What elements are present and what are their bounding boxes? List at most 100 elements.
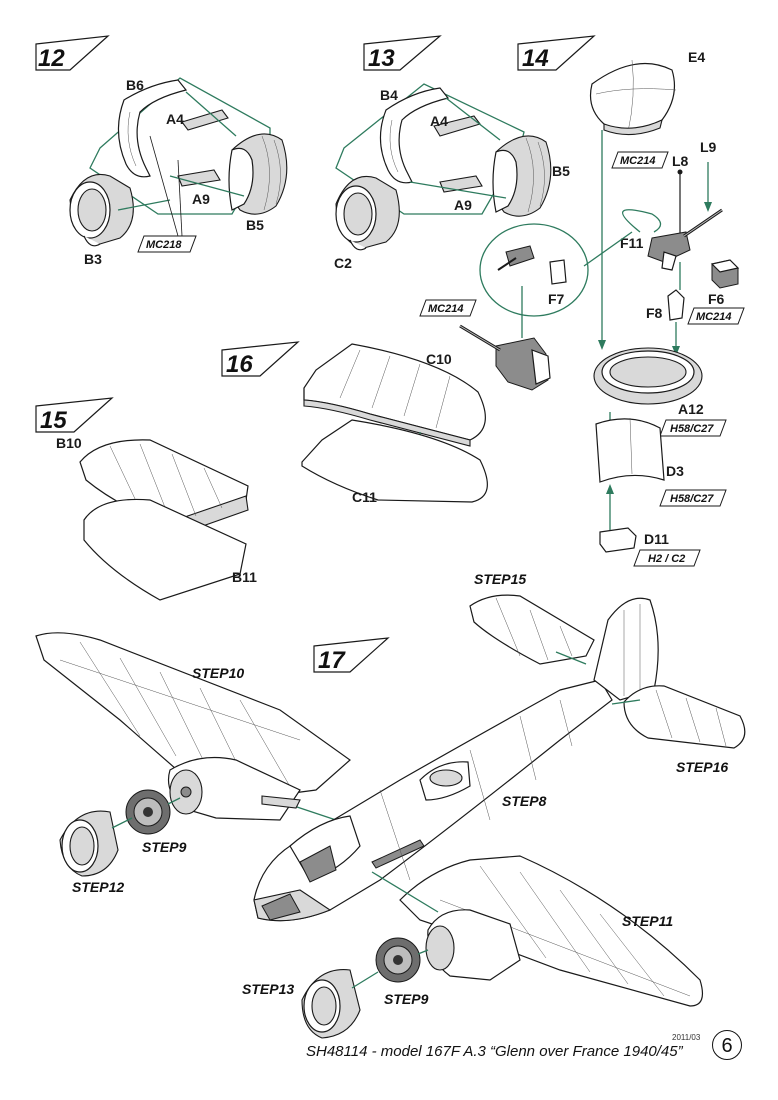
cowling-step13 [301,969,361,1039]
cowling-shell-b4 [379,87,450,184]
arrow-step16 [611,699,641,705]
label-a4-step13: A4 [430,113,448,129]
step-12-block: 12 B6 A [35,35,288,267]
label-b3: B3 [84,251,102,267]
windshield-d3 [595,417,665,483]
svg-text:H58/C27: H58/C27 [670,423,714,435]
cowling-rear-b5-step13 [492,135,552,217]
label-f11: F11 [620,235,644,251]
gun-ring-a12 [593,347,703,405]
ref-mc214-gun: MC214 [419,299,477,317]
svg-text:MC218: MC218 [146,239,182,251]
label-c11: C11 [352,489,377,505]
right-wing [399,855,703,1007]
step-12-flag: 12 [35,35,110,72]
ref-h2c2: H2 / C2 [633,549,701,567]
arrow-step12-b [169,175,245,197]
arrow-step12-c [117,199,171,211]
tailplane-lower-b11 [83,498,247,601]
guide-inset-gun [583,231,633,267]
tail-fin [593,597,659,701]
label-a12: A12 [678,401,704,417]
leader-mc218-b [177,159,183,237]
label-step12: STEP12 [72,879,124,895]
machine-gun-f11 [647,208,723,271]
label-step9-a: STEP9 [142,839,187,855]
step-13-number: 13 [368,45,395,72]
label-b5-step13: B5 [552,163,570,179]
arrowhead-l9 [704,202,712,212]
label-l8: L8 [672,153,689,169]
part-a9-step12 [177,169,221,187]
part-a4-step12 [181,109,229,131]
label-b10: B10 [56,435,82,451]
label-step10: STEP10 [192,665,244,681]
label-step16: STEP16 [676,759,728,775]
canopy-e4 [589,59,677,136]
machine-gun-assembly [459,324,551,391]
fuselage [253,679,613,922]
tailplane-lower-c11 [301,419,488,503]
right-engine-nacelle [425,909,521,981]
svg-text:MC214: MC214 [696,311,731,323]
label-f8: F8 [646,305,663,321]
arrow-step12-a [185,91,237,137]
cowling-rear-b5 [228,133,288,215]
label-f6: F6 [708,291,725,307]
step-14-block: 14 E4 MC214 L8 L9 F11 [419,35,745,567]
step-14-flag: 14 [517,35,596,72]
part-f8 [667,289,685,321]
ref-mc214-canopy: MC214 [611,151,669,169]
svg-text:MC214: MC214 [620,155,655,167]
label-step13: STEP13 [242,981,294,997]
part-f6 [710,259,740,289]
tailplane-c10 [303,343,486,447]
leader-mc218-a [149,135,179,237]
label-f7: F7 [548,291,565,307]
label-step15: STEP15 [474,571,526,587]
step-17-flag: 17 [313,637,390,674]
arrow-step13-b [409,181,507,199]
label-step9-b: STEP9 [384,991,429,1007]
arrowhead-d11-d3 [606,484,614,494]
arrow-step15 [555,651,587,665]
label-d3: D3 [666,463,684,479]
svg-text:H2 / C2: H2 / C2 [648,553,685,565]
svg-text:MC214: MC214 [428,303,463,315]
step-15-flag: 15 [35,397,114,434]
step-13-flag: 13 [363,35,442,72]
step-15-number: 15 [40,407,67,434]
step-16-number: 16 [226,351,253,378]
label-step8: STEP8 [502,793,547,809]
arrowhead-canopy-ring [598,340,606,350]
guide-loop [621,209,662,233]
arrow-step9-nacelle [167,797,181,805]
label-c10: C10 [426,351,452,367]
arrowhead-f8-ring [672,346,680,356]
engine-step9-a [125,789,171,835]
label-a9-step13: A9 [454,197,472,213]
label-b4: B4 [380,87,398,103]
page-number: 6 [712,1030,742,1060]
step-14-number: 14 [522,45,549,72]
label-b6: B6 [126,77,144,93]
arrow-wing-right [371,871,439,913]
arrow-step9-b [417,949,429,955]
engine-step9-b [375,937,421,983]
footer-date: 2011/03 [672,1033,701,1042]
cowling-ring-c2 [335,176,400,251]
detail-inset-circle [479,223,589,317]
ref-mc218: MC218 [137,235,197,253]
label-b5-step12: B5 [246,217,264,233]
step-16-block: 16 C10 C11 [221,341,488,505]
cowling-ring-b3 [69,173,134,247]
step-17-number: 17 [318,647,346,674]
step-15-block: 15 B10 B11 [35,397,257,601]
step-13-block: 13 B4 A4 B5 A9 C2 [334,35,570,271]
label-a9-step12: A9 [192,191,210,207]
step-12-number: 12 [38,45,65,72]
part-d11 [599,527,637,553]
label-b11: B11 [232,569,257,585]
ref-h58c27-d3: H58/C27 [659,489,727,507]
